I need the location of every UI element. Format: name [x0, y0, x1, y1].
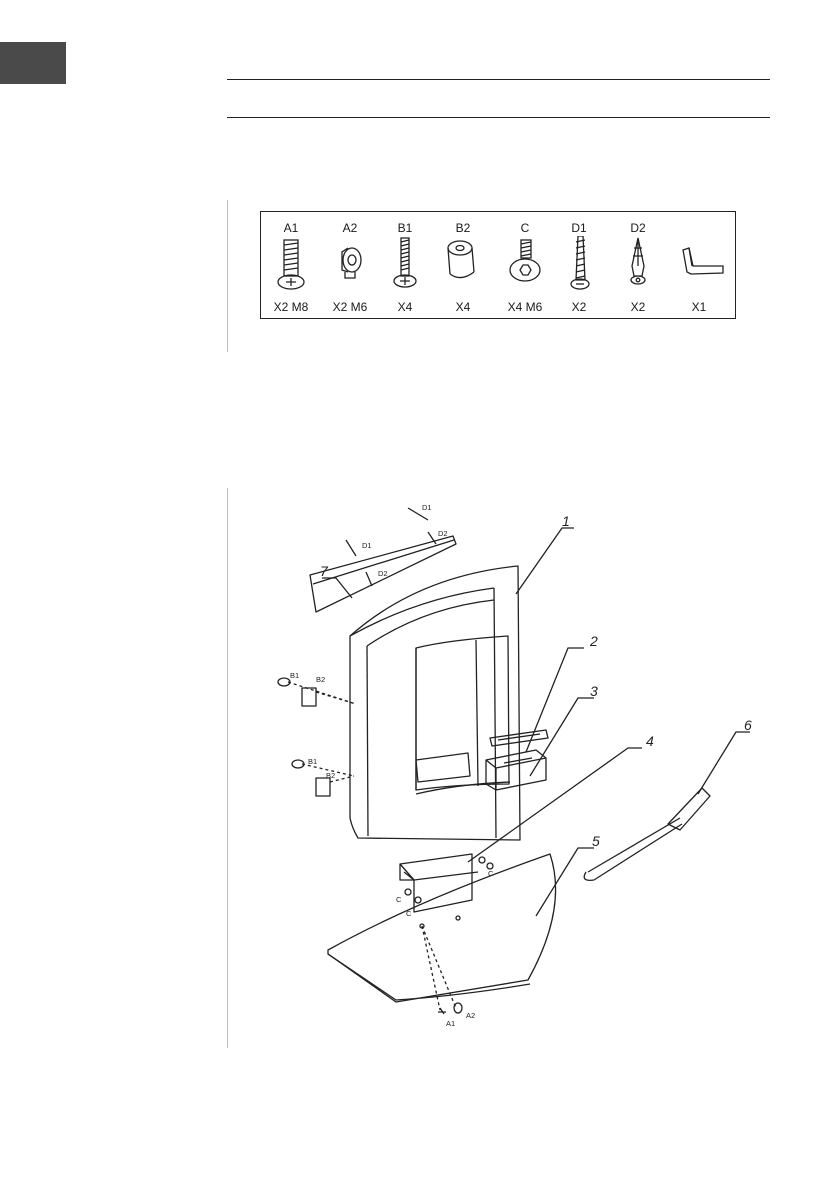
screw-d1-left	[346, 540, 356, 556]
spacer-icon	[443, 236, 483, 296]
screw-icon	[385, 236, 425, 296]
label-a1: A1	[446, 1019, 455, 1028]
parts-section-margin-line	[227, 200, 228, 352]
part-code: D2	[608, 221, 668, 235]
label-c-bottom: C	[406, 909, 412, 918]
callout-4: 4	[646, 733, 654, 749]
part-quantity: X4	[433, 300, 493, 314]
label-b2-upper: B2	[316, 675, 325, 684]
callout-6: 6	[744, 717, 752, 733]
tongs	[584, 818, 682, 880]
callout-1: 1	[562, 513, 570, 529]
label-d1-left: D1	[362, 541, 372, 550]
washer-nut-icon	[330, 236, 370, 296]
label-d2-top: D2	[438, 529, 448, 538]
part-quantity: X1	[669, 300, 729, 314]
part-quantity: X4 M6	[495, 300, 555, 314]
part-quantity: X2 M8	[261, 300, 321, 314]
callout-7: 7	[320, 563, 329, 579]
assembly-diagram: 1 2 3 4 5 6 7 D1 D2 D1 D2 B1 B2 B1 B2 C …	[228, 488, 788, 1048]
label-b2-lower: B2	[326, 771, 335, 780]
part-quantity: X2 M6	[320, 300, 380, 314]
label-b1-lower: B1	[308, 757, 317, 766]
part-code: B2	[433, 221, 493, 235]
plug-d2-left	[366, 572, 372, 586]
label-d2-left: D2	[378, 569, 388, 578]
part-code: A1	[261, 221, 321, 235]
part-quantity: X4	[375, 300, 435, 314]
callout-3: 3	[590, 683, 598, 699]
callout-5: 5	[592, 833, 600, 849]
parts-list-box: A1 X2 M8 A2 X2 M6 B1	[260, 211, 736, 319]
part-code: D1	[549, 221, 609, 235]
wall-plug-icon	[618, 236, 658, 296]
wood-screw-icon	[559, 236, 599, 296]
part-code: B1	[375, 221, 435, 235]
header-rule-bottom	[227, 117, 770, 118]
label-d1-top: D1	[422, 503, 432, 512]
label-c-right: C	[488, 869, 494, 878]
label-a2: A2	[466, 1011, 475, 1020]
allen-key-icon	[679, 236, 729, 296]
callout-2: 2	[589, 633, 598, 649]
stand-holder	[400, 854, 472, 912]
label-c-left: C	[396, 895, 402, 904]
header-rule-top	[227, 79, 770, 80]
part-code: A2	[320, 221, 380, 235]
part-code: C	[495, 221, 555, 235]
part-quantity: X2	[549, 300, 609, 314]
language-tab	[0, 42, 66, 84]
label-b1-upper: B1	[290, 671, 299, 680]
hex-bolt-icon	[505, 236, 545, 296]
part-quantity: X2	[608, 300, 668, 314]
bolt-icon	[271, 236, 311, 296]
nut-a2	[454, 1003, 462, 1013]
